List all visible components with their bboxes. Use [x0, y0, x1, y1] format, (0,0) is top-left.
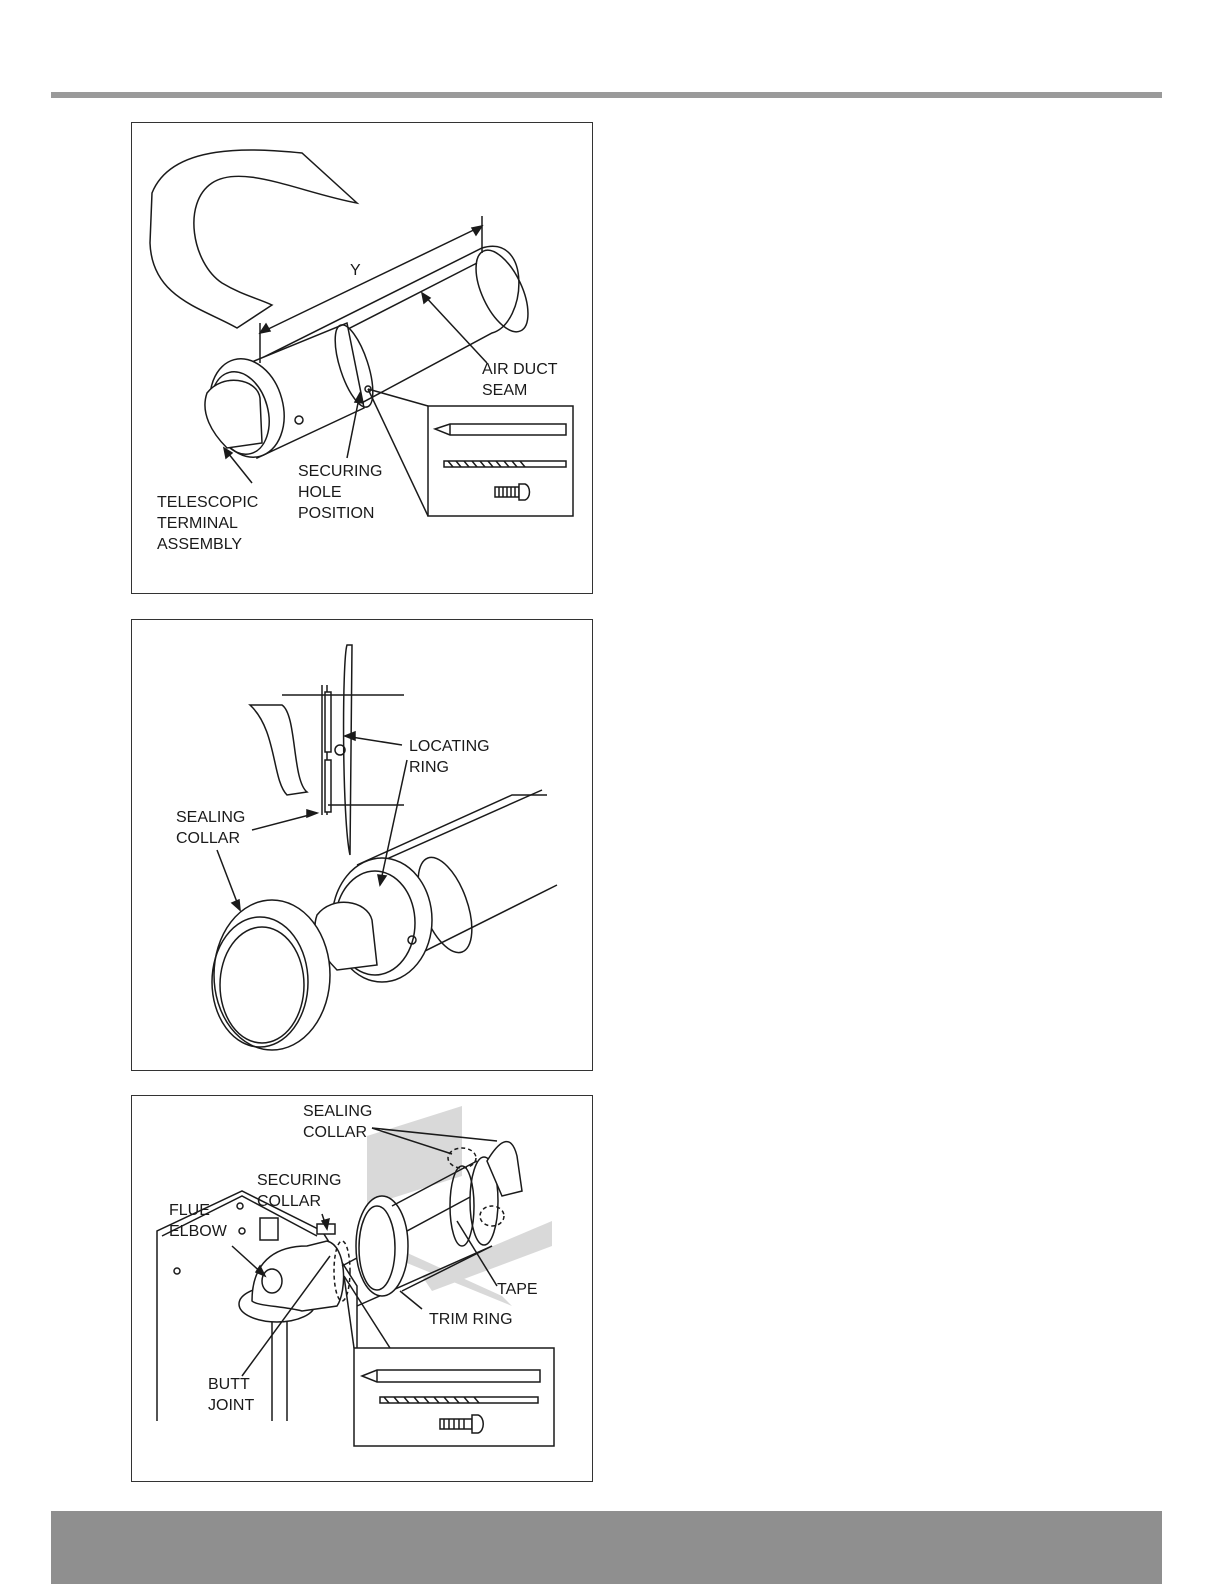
sealing-collar-label: SEALING COLLAR — [176, 807, 245, 849]
figure-telescopic-terminal: Y AIR DUCT SEAM SECURING HOLE POSITION T… — [131, 122, 593, 594]
drill-bit-icon — [444, 461, 566, 467]
air-duct-seam-label: AIR DUCT SEAM — [482, 359, 558, 401]
flue-elbow-label: FLUE ELBOW — [169, 1200, 227, 1242]
butt-joint-label: BUTT JOINT — [208, 1374, 254, 1416]
locating-ring-label: LOCATING RING — [409, 736, 490, 778]
dimension-y-label: Y — [350, 260, 361, 281]
figure-flue-assembly: SEALING COLLAR SECURING COLLAR FLUE ELBO… — [131, 1095, 593, 1482]
pencil-icon — [362, 1370, 540, 1382]
screw-icon — [495, 484, 530, 500]
pencil-icon — [435, 424, 566, 435]
drill-bit-icon — [380, 1397, 538, 1403]
telescopic-terminal-assembly-label: TELESCOPIC TERMINAL ASSEMBLY — [157, 492, 258, 555]
figure-sealing-collar: LOCATING RING SEALING COLLAR — [131, 619, 593, 1071]
sealing-collar-label: SEALING COLLAR — [303, 1101, 372, 1143]
securing-collar-label: SECURING COLLAR — [257, 1170, 341, 1212]
trim-ring-label: TRIM RING — [429, 1309, 513, 1330]
header-rule — [51, 92, 1162, 98]
tape-label: TAPE — [497, 1279, 538, 1300]
footer-band — [51, 1511, 1162, 1584]
securing-hole-position-label: SECURING HOLE POSITION — [298, 461, 382, 524]
